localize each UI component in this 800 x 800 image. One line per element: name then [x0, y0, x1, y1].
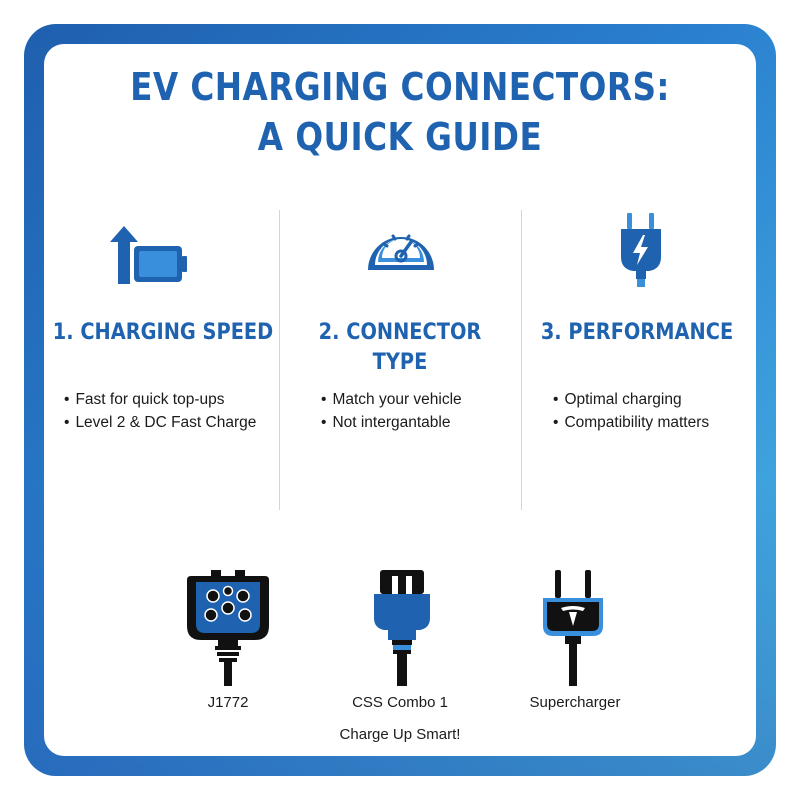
column-heading: 2. CONNECTOR TYPE: [318, 320, 482, 375]
bullet-item: Level 2 & DC Fast Charge: [64, 411, 256, 434]
ccs-combo-connector-icon: [372, 568, 432, 688]
bullet-item: Compatibility matters: [553, 411, 709, 434]
bullet-list: Match your vehicle Not intergantable: [321, 388, 462, 434]
column-divider: [279, 210, 280, 510]
j1772-connector-icon: [183, 570, 273, 688]
bullet-item: Not intergantable: [321, 411, 462, 434]
title-line-1: EV CHARGING CONNECTORS:: [130, 65, 670, 109]
column-heading: 1. CHARGING SPEED: [52, 320, 274, 345]
footer-tagline: Charge Up Smart!: [339, 726, 461, 743]
page-title: EV CHARGING CONNECTORS: A QUICK GUIDE: [56, 62, 744, 162]
column-heading: 3. PERFORMANCE: [540, 320, 734, 345]
speedometer-icon: [362, 218, 440, 274]
plug-bolt-icon: [618, 213, 664, 289]
battery-arrow-icon: [110, 226, 190, 286]
connector-label: Supercharger: [529, 694, 621, 711]
connector-label: CSS Combo 1: [352, 694, 448, 711]
bullet-item: Optimal charging: [553, 388, 709, 411]
title-line-2: A QUICK GUIDE: [257, 115, 543, 159]
supercharger-connector-icon: [541, 568, 605, 688]
bullet-item: Fast for quick top-ups: [64, 388, 256, 411]
column-divider: [521, 210, 522, 510]
connector-label: J1772: [207, 694, 249, 711]
bullet-item: Match your vehicle: [321, 388, 461, 411]
bullet-list: Fast for quick top-ups Level 2 & DC Fast…: [64, 388, 256, 434]
bullet-list: Optimal charging Compatibility matters: [553, 388, 709, 434]
